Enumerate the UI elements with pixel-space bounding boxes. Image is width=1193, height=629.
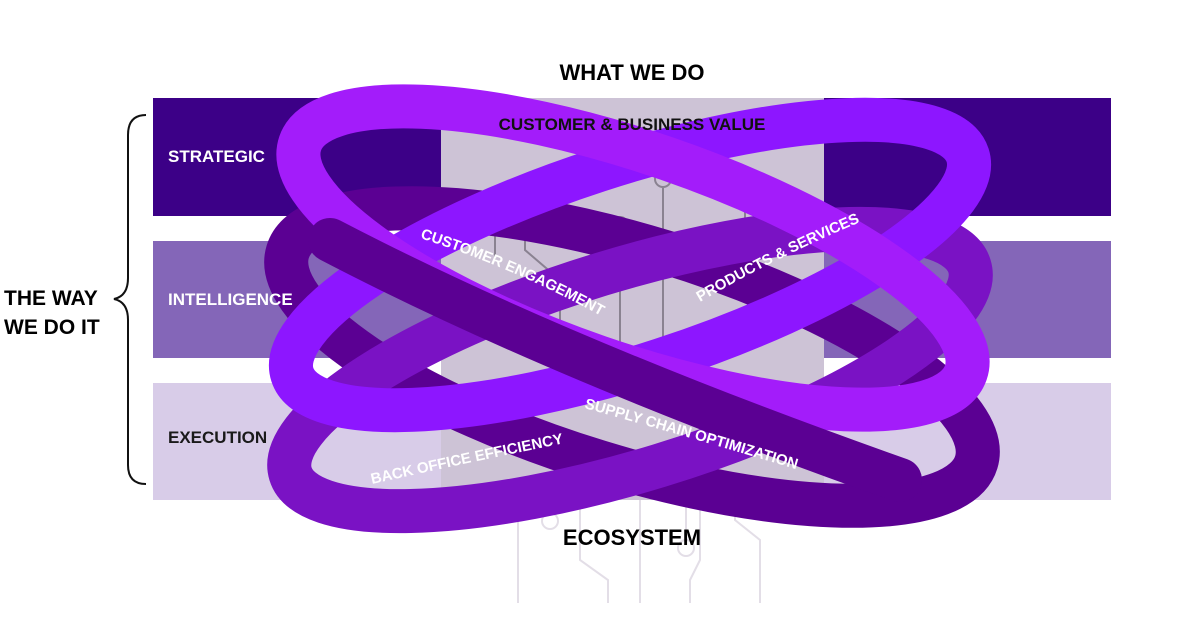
layer-label-execution: EXECUTION <box>168 428 267 447</box>
center-column-label: CUSTOMER & BUSINESS VALUE <box>499 115 766 134</box>
ring-supply-chain-front <box>308 218 922 502</box>
ring-back-office <box>267 206 993 534</box>
left-brace <box>113 114 147 485</box>
rings <box>264 84 1000 534</box>
left-label-line1: THE WAY <box>4 287 98 310</box>
circuit-traces-lower <box>517 500 761 603</box>
bottom-title: ECOSYSTEM <box>563 525 701 550</box>
layer-label-strategic: STRATEGIC <box>168 147 265 166</box>
top-title: WHAT WE DO <box>559 60 704 85</box>
layer-label-intelligence: INTELLIGENCE <box>168 290 293 309</box>
left-label-line2: WE DO IT <box>4 316 100 339</box>
